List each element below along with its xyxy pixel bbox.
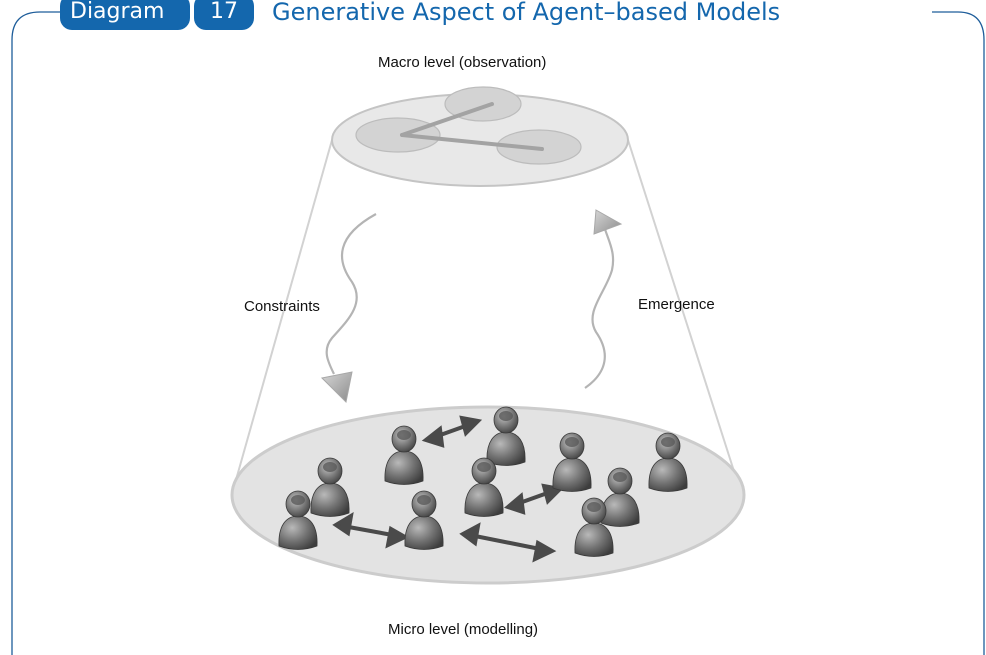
- macro-link: [400, 133, 544, 151]
- agent-icon: [404, 490, 444, 550]
- agent-icon: [600, 467, 640, 527]
- interaction-arrow: [459, 522, 557, 563]
- micro-level-label: Micro level (modelling): [388, 621, 539, 638]
- agent-icon: [552, 432, 592, 492]
- agent-icon: [648, 432, 688, 492]
- emergence-arrow: [584, 209, 623, 389]
- agent-group: [278, 406, 688, 557]
- emergence-label: Emergence: [638, 296, 715, 313]
- agent-icon: [486, 406, 526, 466]
- agent-icon: [310, 457, 350, 517]
- diagram-title: Generative Aspect of Agent–based Models: [272, 0, 781, 26]
- diagram-number: 17: [194, 0, 254, 30]
- interaction-arrow: [503, 483, 565, 515]
- cone-right-edge: [627, 139, 741, 491]
- interaction-arrow: [421, 415, 483, 448]
- macro-level-label: Macro level (observation): [378, 54, 547, 71]
- agent-icon: [384, 425, 424, 485]
- constraints-arrow: [320, 213, 377, 404]
- cone-left-edge: [231, 139, 333, 495]
- agent-icon: [574, 497, 614, 557]
- constraints-label: Constraints: [244, 298, 320, 315]
- macro-level-disc: [331, 86, 629, 187]
- agent-icon: [278, 490, 318, 550]
- agent-icon: [464, 457, 504, 517]
- macro-link: [400, 102, 494, 137]
- interaction-arrow: [332, 512, 410, 549]
- macro-group-circle: [355, 117, 441, 153]
- frame-border: [11, 11, 985, 655]
- diagram-badge: Diagram: [60, 0, 190, 30]
